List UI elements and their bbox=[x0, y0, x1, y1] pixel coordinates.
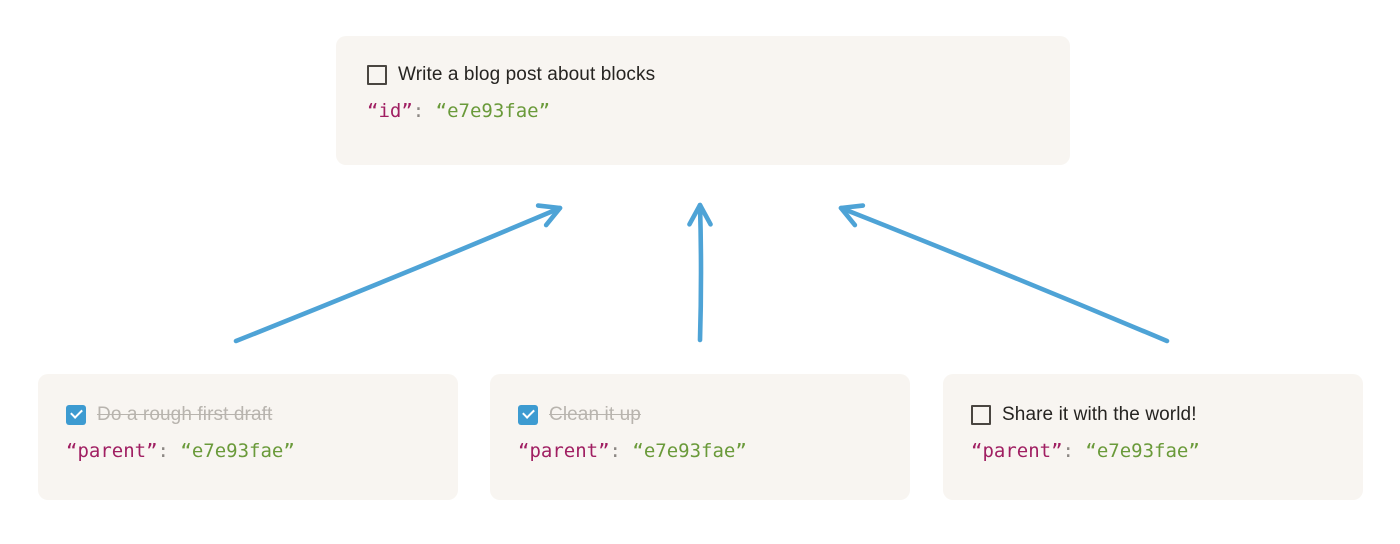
arrow-left-child-to-parent-shaft bbox=[233, 205, 563, 344]
child-task-label: Do a rough first draft bbox=[97, 404, 273, 425]
json-key: “parent” bbox=[518, 440, 610, 462]
checkbox-unchecked-icon[interactable] bbox=[367, 65, 387, 85]
arrow-left-child-to-parent-head bbox=[535, 203, 563, 228]
json-key: “parent” bbox=[971, 440, 1063, 462]
child-json-line: “parent”: “e7e93fae” bbox=[518, 440, 910, 462]
parent-json-line: “id”: “e7e93fae” bbox=[367, 100, 1070, 122]
check-mark-icon bbox=[70, 406, 83, 419]
json-key: “id” bbox=[367, 100, 413, 122]
checkbox-checked-icon[interactable] bbox=[66, 405, 86, 425]
parent-task-row: Write a blog post about blocks bbox=[367, 62, 1070, 88]
child-json-line: “parent”: “e7e93fae” bbox=[971, 440, 1363, 462]
json-value: “e7e93fae” bbox=[632, 440, 747, 462]
json-value: “e7e93fae” bbox=[435, 100, 551, 122]
parent-task-card: Write a blog post about blocks “id”: “e7… bbox=[336, 36, 1070, 165]
json-key: “parent” bbox=[66, 440, 158, 462]
child-task-row: Do a rough first draft bbox=[66, 402, 458, 428]
child-json-line: “parent”: “e7e93fae” bbox=[66, 440, 458, 462]
json-value: “e7e93fae” bbox=[1085, 440, 1200, 462]
child-task-card: Share it with the world! “parent”: “e7e9… bbox=[943, 374, 1363, 500]
arrow-middle-child-to-parent-head bbox=[687, 202, 713, 227]
json-colon: : bbox=[609, 440, 633, 462]
child-task-card: Clean it up “parent”: “e7e93fae” bbox=[490, 374, 910, 500]
json-colon: : bbox=[412, 100, 436, 122]
parent-task-label: Write a blog post about blocks bbox=[398, 64, 656, 85]
json-colon: : bbox=[157, 440, 181, 462]
parent-card-content: Write a blog post about blocks “id”: “e7… bbox=[336, 62, 1070, 122]
child-card-content: Share it with the world! “parent”: “e7e9… bbox=[943, 402, 1363, 462]
child-task-label: Clean it up bbox=[549, 404, 641, 425]
check-mark-icon bbox=[522, 406, 535, 419]
child-task-row: Clean it up bbox=[518, 402, 910, 428]
arrow-middle-child-to-parent-shaft bbox=[697, 202, 704, 343]
child-task-label: Share it with the world! bbox=[1002, 404, 1197, 425]
child-task-row: Share it with the world! bbox=[971, 402, 1363, 428]
checkbox-checked-icon[interactable] bbox=[518, 405, 538, 425]
json-colon: : bbox=[1062, 440, 1086, 462]
child-task-card: Do a rough first draft “parent”: “e7e93f… bbox=[38, 374, 458, 500]
arrow-right-child-to-parent-head bbox=[838, 203, 866, 228]
checkbox-unchecked-icon[interactable] bbox=[971, 405, 991, 425]
arrow-right-child-to-parent-shaft bbox=[838, 205, 1170, 344]
child-card-content: Do a rough first draft “parent”: “e7e93f… bbox=[38, 402, 458, 462]
child-card-content: Clean it up “parent”: “e7e93fae” bbox=[490, 402, 910, 462]
json-value: “e7e93fae” bbox=[180, 440, 295, 462]
